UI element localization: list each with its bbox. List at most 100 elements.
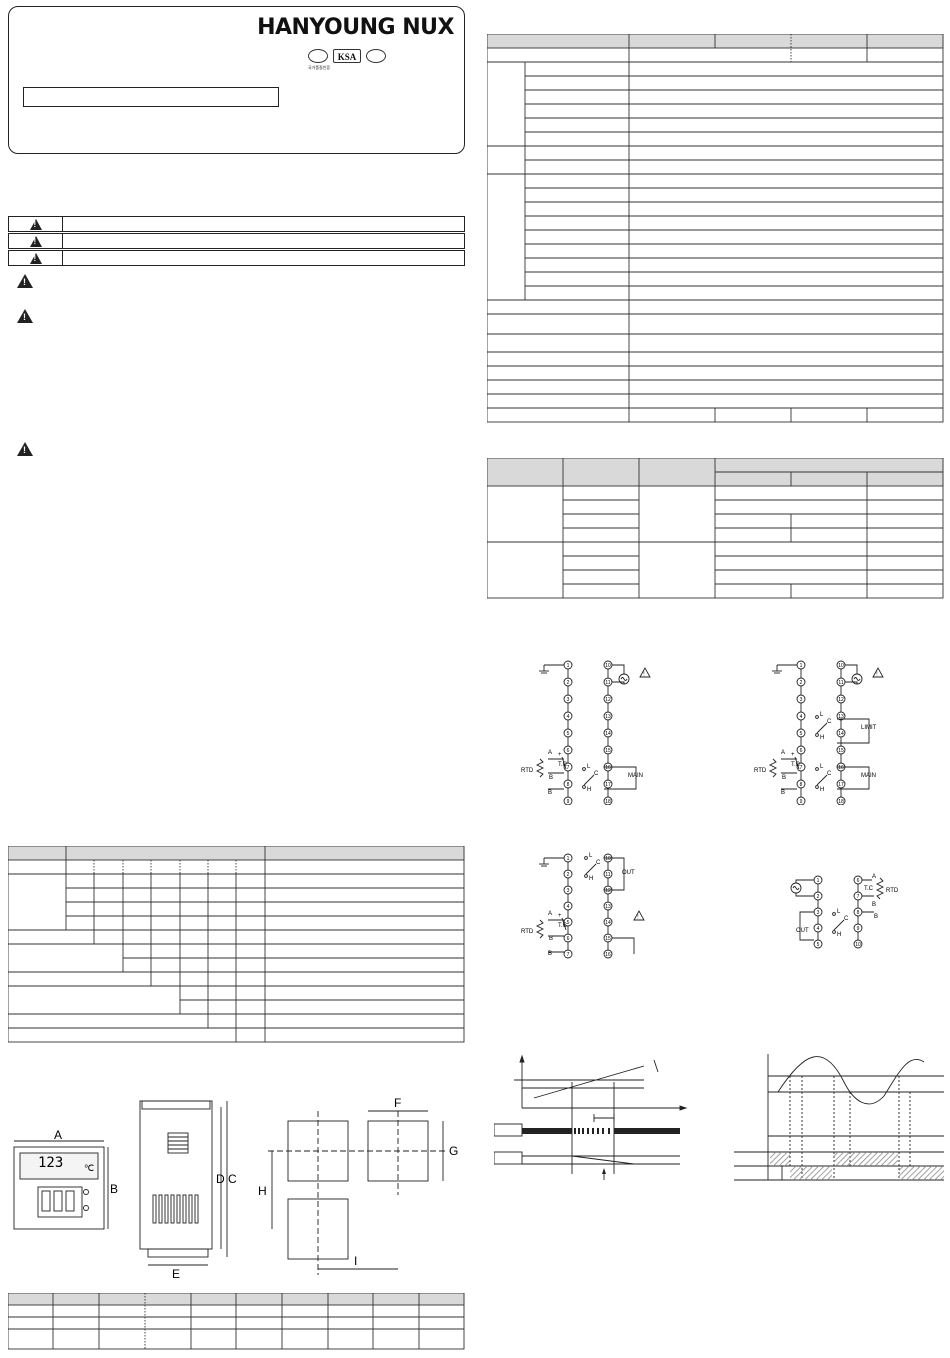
terminal-label: 15 bbox=[605, 936, 611, 942]
relay-c-label: C bbox=[596, 860, 601, 866]
sensor-wire bbox=[548, 919, 564, 953]
relay-contact-l bbox=[584, 856, 588, 860]
rtd-resistor-icon bbox=[535, 758, 545, 778]
terminal-6 bbox=[563, 745, 573, 755]
terminal-label: 14 bbox=[605, 731, 611, 737]
warning-icon-mark: ! bbox=[643, 672, 644, 678]
main-label: MAIN bbox=[628, 773, 643, 779]
terminal-label: 17 bbox=[605, 782, 611, 788]
relay-contact-h bbox=[584, 874, 588, 878]
relay-switch bbox=[816, 722, 828, 734]
limit-label: LIMIT bbox=[861, 725, 877, 731]
warning-row-warning bbox=[8, 233, 465, 249]
dim-label-i: I bbox=[354, 1254, 357, 1268]
terminal-label: 8 bbox=[857, 910, 860, 916]
terminal-label: 6 bbox=[800, 748, 803, 754]
cert-caption: 국가품질인증 bbox=[308, 65, 331, 70]
warning-icon bbox=[633, 910, 645, 921]
terminal-9 bbox=[796, 796, 806, 805]
terminal-label: 11 bbox=[605, 680, 610, 686]
warning-icon bbox=[29, 218, 42, 230]
caution-icon bbox=[17, 442, 33, 456]
terminal-label: 3 bbox=[800, 697, 803, 703]
terminal-label: 4 bbox=[567, 904, 570, 910]
tc-label: T.C bbox=[558, 762, 568, 768]
main-label: MAIN bbox=[861, 773, 876, 779]
terminal-label: 15 bbox=[838, 748, 844, 754]
relay-l-label: L bbox=[820, 712, 824, 718]
relay-contact-h bbox=[832, 930, 836, 934]
terminal-label: 10 bbox=[838, 663, 844, 669]
rtd-resistor-icon bbox=[535, 919, 545, 939]
relay-h-label: H bbox=[837, 932, 841, 938]
terminal-5 bbox=[563, 917, 573, 927]
warning-icon-mark: ! bbox=[876, 672, 877, 678]
device-display-value: 123 bbox=[38, 1155, 63, 1171]
sensor-wire bbox=[862, 879, 874, 913]
terminal-label: 11 bbox=[605, 872, 610, 878]
rtd-resistor-icon bbox=[875, 877, 885, 900]
relay-contact-h bbox=[815, 785, 819, 789]
terminal-6 bbox=[796, 745, 806, 755]
relay-contact-l bbox=[815, 715, 819, 719]
terminal-label: 2 bbox=[817, 894, 820, 900]
terminal-13 bbox=[836, 711, 846, 721]
warning-icon bbox=[639, 667, 651, 678]
dim-label-b: B bbox=[110, 1182, 118, 1196]
rtd-b-label: B bbox=[872, 902, 876, 908]
terminal-2 bbox=[796, 677, 806, 687]
rtd-resistor-icon bbox=[768, 758, 778, 778]
sensor-wire bbox=[781, 758, 797, 790]
terminal-label: 8 bbox=[567, 782, 570, 788]
limit-output-wire bbox=[837, 718, 870, 744]
warning-icon bbox=[29, 235, 42, 247]
terminal-label: 9 bbox=[857, 926, 860, 932]
terminal-label: 4 bbox=[817, 926, 820, 932]
rtd-label: RTD bbox=[521, 929, 534, 935]
terminal-label: 18 bbox=[838, 799, 844, 805]
terminal-label: 3 bbox=[817, 910, 820, 916]
relay-c-label: C bbox=[844, 916, 849, 922]
relay-h-label: H bbox=[589, 876, 593, 882]
dim-label-h: H bbox=[258, 1184, 267, 1198]
terminal-label: 12 bbox=[838, 697, 844, 703]
header-box: HANYOUNG NUX KSA 국가품질인증 bbox=[8, 6, 465, 154]
rtd-b-label: B bbox=[782, 775, 786, 781]
terminal-13 bbox=[603, 711, 613, 721]
warning-icon bbox=[29, 252, 42, 264]
relay-contact-l bbox=[832, 912, 836, 916]
warning-row-danger bbox=[8, 216, 465, 232]
terminal-15 bbox=[603, 745, 613, 755]
terminal-label: 13 bbox=[838, 714, 844, 720]
terminal-label: 9 bbox=[567, 799, 570, 805]
power-wire bbox=[612, 937, 635, 954]
terminal-8 bbox=[796, 779, 806, 789]
cert-mark-kc bbox=[308, 49, 328, 63]
device-unit: ℃ bbox=[84, 1163, 94, 1173]
cert-mark-iso bbox=[366, 49, 386, 63]
relay-contact-l bbox=[815, 767, 819, 771]
on-off-action-graph bbox=[734, 1054, 944, 1181]
terminal-17 bbox=[836, 779, 846, 789]
relay-h-label: H bbox=[820, 787, 824, 793]
terminal-label: 1 bbox=[567, 663, 570, 669]
rtd-b-label: B bbox=[549, 936, 553, 942]
specification-table bbox=[487, 34, 944, 423]
dim-label-d: D bbox=[216, 1172, 225, 1186]
tc-label: T.C bbox=[864, 886, 874, 892]
warning-icon bbox=[17, 309, 33, 323]
terminal-label: 1 bbox=[800, 663, 803, 669]
terminal-label: 3 bbox=[567, 697, 570, 703]
terminal-label: 13 bbox=[605, 904, 611, 910]
terminal-label: 16 bbox=[605, 765, 611, 771]
terminal-3 bbox=[563, 885, 573, 895]
terminal-label: 6 bbox=[857, 878, 860, 884]
terminal-10 bbox=[853, 939, 863, 949]
sine-icon bbox=[620, 677, 628, 681]
terminal-label: 12 bbox=[605, 888, 611, 894]
cert-mark-ksa: KSA bbox=[333, 49, 361, 63]
terminal-label: 6 bbox=[567, 936, 570, 942]
cert-marks: KSA 국가품질인증 bbox=[308, 49, 386, 70]
terminal-5 bbox=[563, 728, 573, 738]
